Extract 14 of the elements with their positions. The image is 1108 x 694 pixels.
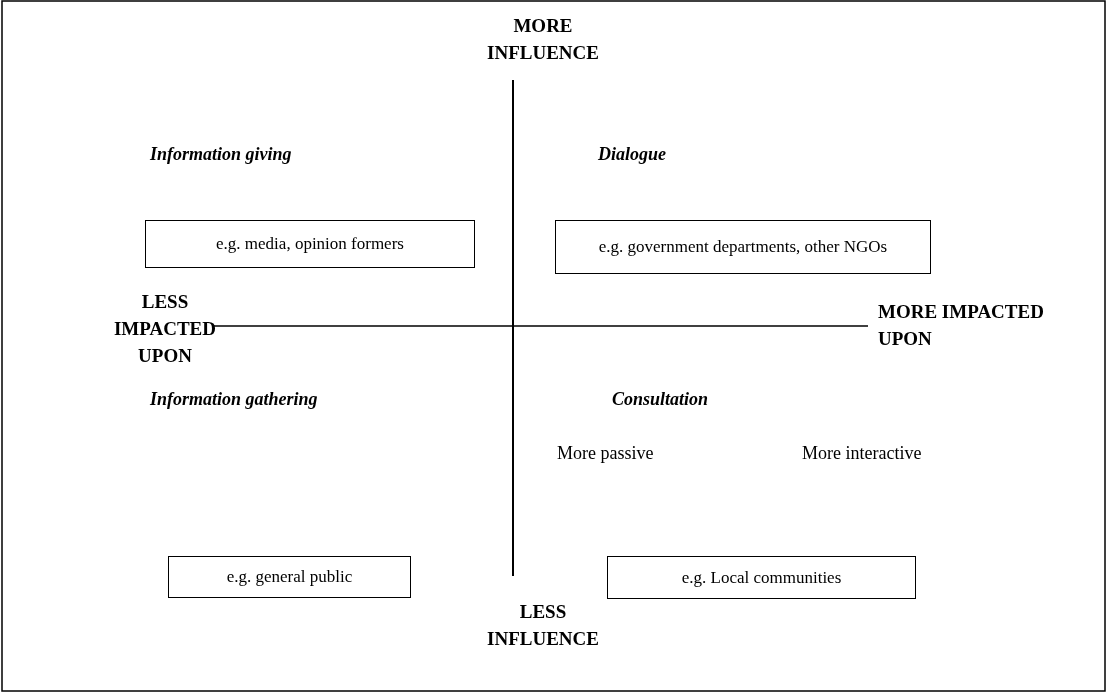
scale-label: More interactive (802, 442, 923, 465)
example-box: e.g. media, opinion formers (145, 220, 475, 268)
example-box: e.g. Local communities (607, 556, 916, 599)
quadrant-heading: Consultation (612, 388, 710, 411)
axis-label: MORE INFLUENCE (486, 14, 600, 65)
axis-label: LESS IMPACTED UPON (112, 290, 217, 368)
example-box: e.g. government departments, other NGOs (555, 220, 931, 274)
scale-label: More passive (557, 442, 655, 465)
quadrant-heading: Information giving (150, 143, 293, 166)
axis-label: MORE IMPACTED UPON (878, 300, 1045, 351)
axis-label: LESS INFLUENCE (486, 600, 600, 651)
quadrant-heading: Dialogue (598, 143, 667, 166)
quadrant-heading: Information gathering (150, 388, 319, 411)
example-box: e.g. general public (168, 556, 411, 598)
